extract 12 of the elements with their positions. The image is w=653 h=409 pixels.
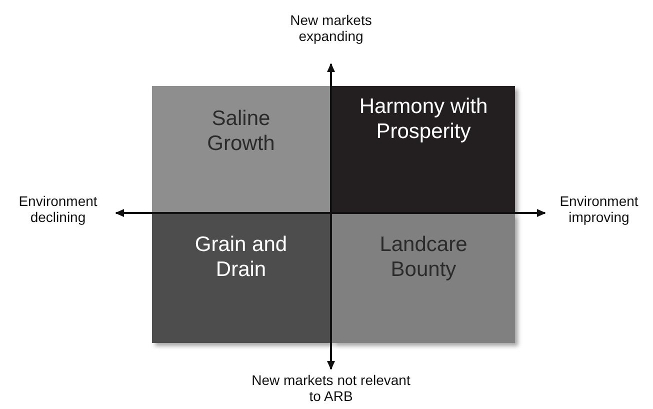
quadrant-label: Landcare Bounty [378, 232, 468, 282]
quadrant-box [332, 86, 515, 212]
quadrant-label: Saline Growth [206, 106, 276, 156]
axis-label: New markets not relevant to ARB [250, 372, 412, 404]
quadrant-box [332, 214, 515, 343]
axis-label: New markets expanding [289, 12, 373, 44]
quadrant-label: Harmony with Prosperity [358, 94, 488, 144]
quadrant-label: Grain and Drain [194, 232, 288, 282]
axis-label: Environment declining [18, 193, 98, 225]
quadrant-box [152, 214, 330, 343]
axis-label: Environment improving [558, 193, 640, 225]
quadrant-box [152, 86, 330, 212]
